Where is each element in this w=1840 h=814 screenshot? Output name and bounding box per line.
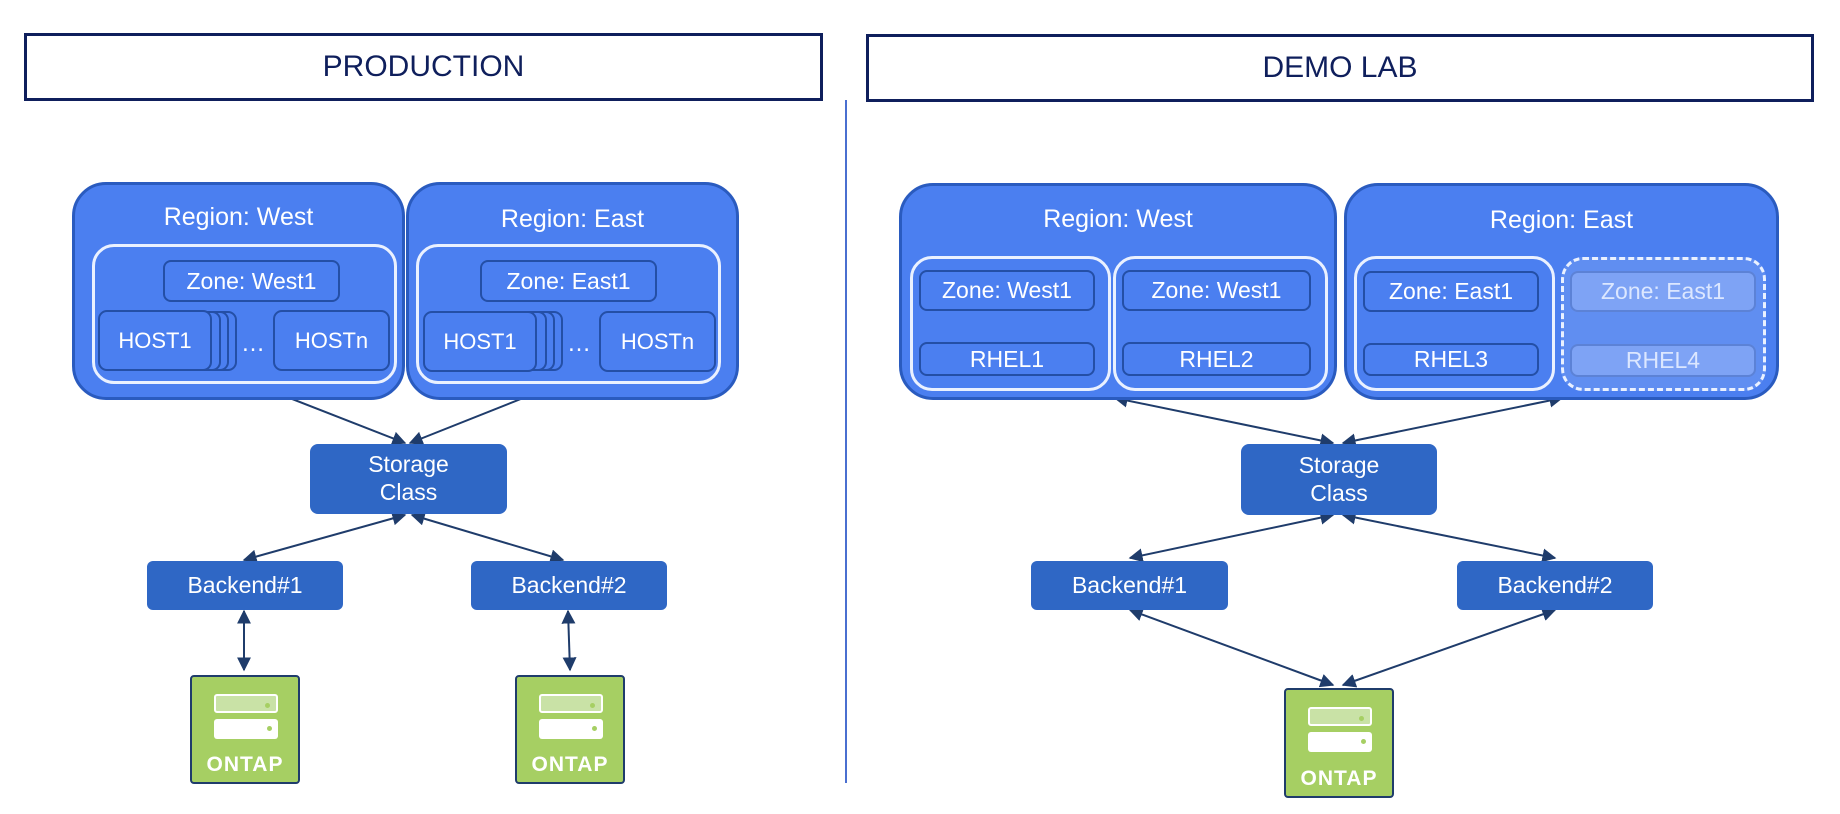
demo-east-group-1 (1354, 256, 1555, 391)
demo-west-group-2 (1113, 256, 1328, 391)
demo-ontap: ONTAP (1284, 688, 1394, 798)
prod-east-host1: HOST1 (423, 311, 537, 372)
demo-west-zone-2: Zone: West1 (1122, 270, 1311, 311)
prod-east-zone-group (416, 244, 721, 384)
arrow-demo-storage-to-backend1 (1128, 510, 1335, 563)
arrow-demo-backend1-to-ontap (1128, 607, 1335, 688)
prod-backend1: Backend#1 (147, 561, 343, 610)
arrow-demo-east-to-storage (1341, 393, 1564, 448)
prod-west-zone-label: Zone: West1 (163, 260, 340, 302)
demo-region-east-title: Region: East (1489, 206, 1634, 234)
arrow-demo-west-to-storage (1113, 393, 1335, 448)
section-divider (845, 100, 847, 783)
demo-backend1: Backend#1 (1031, 561, 1228, 610)
ontap-disk-icon (214, 694, 278, 713)
prod-east-zone-label: Zone: East1 (480, 260, 657, 302)
prod-east-hostn: HOSTn (599, 311, 716, 372)
demo-east-host-2-faded: RHEL4 (1570, 344, 1756, 377)
demo-east-zone-2-faded: Zone: East1 (1570, 271, 1756, 312)
ontap-label: ONTAP (531, 753, 609, 776)
prod-west-ellipsis: … (241, 330, 265, 357)
ontap-disk-icon (1308, 707, 1372, 726)
arrow-demo-storage-to-backend2 (1341, 510, 1557, 563)
prod-backend2: Backend#2 (471, 561, 667, 610)
demo-lab-header: DEMO LAB (866, 34, 1814, 102)
storage-class-line1: Storage (1298, 451, 1380, 478)
demo-west-host-2: RHEL2 (1122, 342, 1311, 376)
demo-backend2: Backend#2 (1457, 561, 1653, 610)
arrow-backend2-to-ontap (561, 609, 577, 672)
arrow-storage-to-backend2 (410, 511, 565, 564)
demo-storage-class: Storage Class (1241, 444, 1437, 515)
prod-east-ellipsis: … (567, 330, 591, 357)
production-header: PRODUCTION (24, 33, 823, 101)
demo-east-zone-1: Zone: East1 (1363, 271, 1539, 312)
ontap-label: ONTAP (1300, 767, 1378, 790)
ontap-disk-icon (214, 719, 278, 739)
ontap-disk-icon (539, 694, 603, 713)
ontap-disk-icon (539, 719, 603, 739)
prod-region-west-title: Region: West (163, 203, 314, 231)
ontap-label: ONTAP (206, 753, 284, 776)
storage-class-line2: Class (379, 479, 438, 505)
prod-ontap1: ONTAP (190, 675, 300, 784)
storage-class-line2: Class (1310, 479, 1368, 506)
storage-class-line1: Storage (368, 451, 449, 478)
ontap-disk-icon (1308, 732, 1372, 752)
prod-west-host1: HOST1 (98, 310, 212, 371)
prod-region-east-title: Region: East (500, 205, 645, 233)
prod-ontap2: ONTAP (515, 675, 625, 784)
demo-west-zone-1: Zone: West1 (919, 270, 1095, 311)
demo-region-west-title: Region: West (1043, 205, 1193, 233)
demo-east-host-1: RHEL3 (1363, 343, 1539, 376)
demo-west-group-1 (910, 256, 1111, 391)
prod-west-zone-group (92, 244, 397, 384)
arrow-storage-to-backend1 (242, 511, 407, 564)
prod-storage-class: Storage Class (310, 444, 507, 514)
prod-west-hostn: HOSTn (273, 310, 390, 371)
arrow-demo-backend2-to-ontap (1341, 607, 1557, 688)
demo-west-host-1: RHEL1 (919, 342, 1095, 376)
